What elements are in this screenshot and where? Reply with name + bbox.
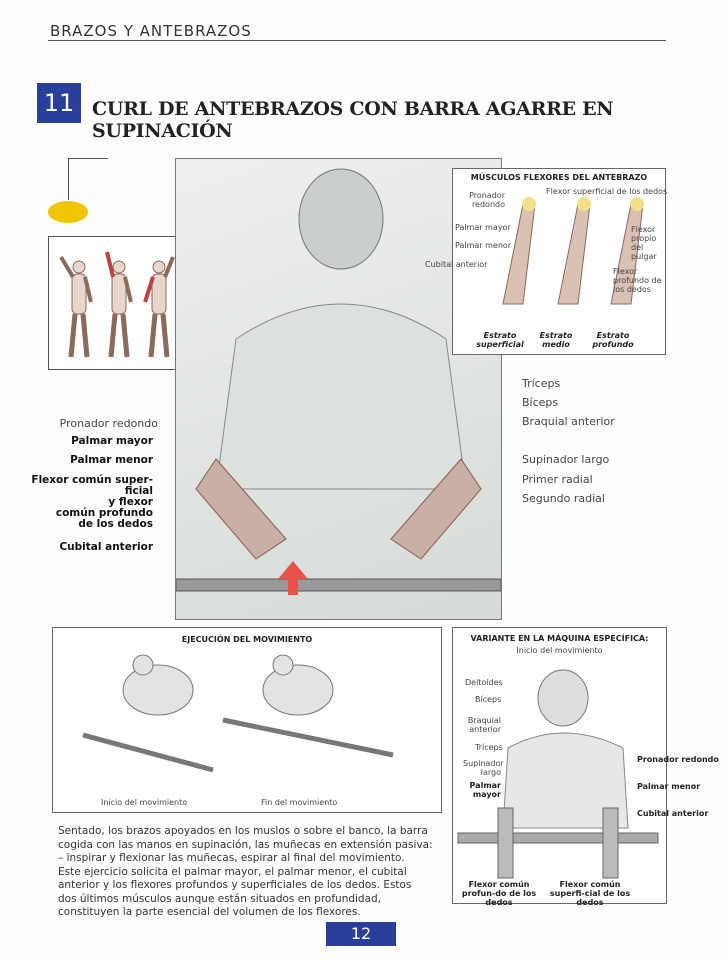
label-palmar-mayor: Palmar mayor	[71, 435, 153, 447]
label-cubital-anterior: Cubital anterior	[59, 541, 153, 553]
stratum-profundo: Estrato profundo	[592, 331, 634, 349]
label-braquial-anterior: Braquial anterior	[522, 415, 615, 428]
label-palmar-mayor: Palmar mayor	[455, 223, 511, 232]
variant-title: VARIANTE EN LA MÁQUINA ESPECÍFICA:	[470, 634, 649, 643]
label-flexor-superficial: Flexor común superfi-cial de los dedos	[549, 880, 631, 907]
yellow-marker-icon	[48, 201, 88, 223]
label-supinador-largo: Supinador largo	[463, 759, 504, 777]
section-header: BRAZOS Y ANTEBRAZOS	[50, 22, 252, 40]
label-biceps: Bíceps	[522, 396, 559, 409]
label-flexor-superficial: Flexor superficial de los dedos	[546, 187, 668, 196]
label-palmar-menor: Palmar menor	[637, 782, 701, 791]
inset-title: MÚSCULOS FLEXORES DEL ANTEBRAZO	[470, 173, 648, 182]
frame-line	[68, 158, 108, 159]
description-text: Sentado, los brazos apoyados en los musl…	[58, 825, 433, 920]
description-paragraph: – inspirar y flexionar las muñecas, espi…	[58, 852, 405, 864]
label-supinador-largo: Supinador largo	[522, 453, 610, 466]
execution-panel: EJECUCIÓN DEL MOVIMIENTO Inicio del movi…	[52, 627, 442, 813]
caption-end: Fin del movimiento	[261, 798, 338, 807]
main-exercise-illustration	[175, 158, 502, 620]
label-triceps: Tríceps	[475, 743, 503, 752]
stratum-medio: Estrato medio	[539, 331, 573, 349]
exercise-number-badge: 11	[37, 83, 81, 123]
label-palmar-mayor: Palmar mayor	[469, 781, 501, 799]
label-cubital-anterior: Cubital anterior	[425, 260, 488, 269]
label-palmar-menor: Palmar menor	[455, 241, 512, 250]
movement-sequence-illustration	[82, 654, 394, 773]
label-segundo-radial: Segundo radial	[522, 492, 605, 505]
description-paragraph: Sentado, los brazos apoyados en los musl…	[58, 825, 433, 851]
label-braquial-anterior: Braquial anterior	[467, 716, 501, 734]
label-biceps: Bíceps	[475, 695, 502, 704]
machine-variant-illustration	[457, 669, 659, 879]
caption-start: Inicio del movimiento	[101, 798, 188, 807]
athlete-curl-drawing	[175, 168, 502, 595]
frame-line	[68, 158, 69, 200]
label-flexor-profundo: Flexor profundo de los dedos	[613, 267, 662, 294]
label-deltoides: Deltoides	[465, 678, 503, 687]
stratum-superficial: Estrato superficial	[476, 331, 524, 349]
forearm-strata-illustration	[502, 197, 644, 305]
label-flexor-profundo: Flexor común profun-do de los dedos	[461, 880, 537, 907]
description-paragraph: Este ejercicio solicita el palmar mayor,…	[58, 865, 412, 919]
label-palmar-menor: Palmar menor	[70, 454, 153, 466]
label-flexores-dedos: Flexor común super- ficial y flexor comú…	[31, 474, 153, 530]
label-flexor-propio-pulgar: Flexor propio del pulgar	[631, 225, 657, 261]
label-cubital-anterior: Cubital anterior	[637, 809, 709, 818]
execution-title: EJECUCIÓN DEL MOVIMIENTO	[181, 635, 313, 644]
label-pronador-redondo: Pronador redondo	[469, 191, 505, 209]
label-triceps: Tríceps	[522, 377, 561, 390]
body-figures-inset	[48, 236, 188, 370]
header-rule	[48, 40, 666, 41]
label-primer-radial: Primer radial	[522, 473, 593, 486]
page-number: 12	[326, 922, 396, 946]
label-pronador-redondo: Pronador redondo	[637, 755, 719, 764]
variant-subtitle: Inicio del movimiento	[516, 646, 603, 655]
page-title: CURL DE ANTEBRAZOS CON BARRA AGARRE EN S…	[92, 98, 614, 142]
muscle-figures-illustration	[59, 251, 175, 358]
label-pronador-redondo: Pronador redondo	[59, 417, 158, 430]
variant-panel: VARIANTE EN LA MÁQUINA ESPECÍFICA: Inici…	[452, 627, 719, 907]
flexor-muscles-inset: MÚSCULOS FLEXORES DEL ANTEBRAZO Pronador…	[425, 168, 668, 355]
